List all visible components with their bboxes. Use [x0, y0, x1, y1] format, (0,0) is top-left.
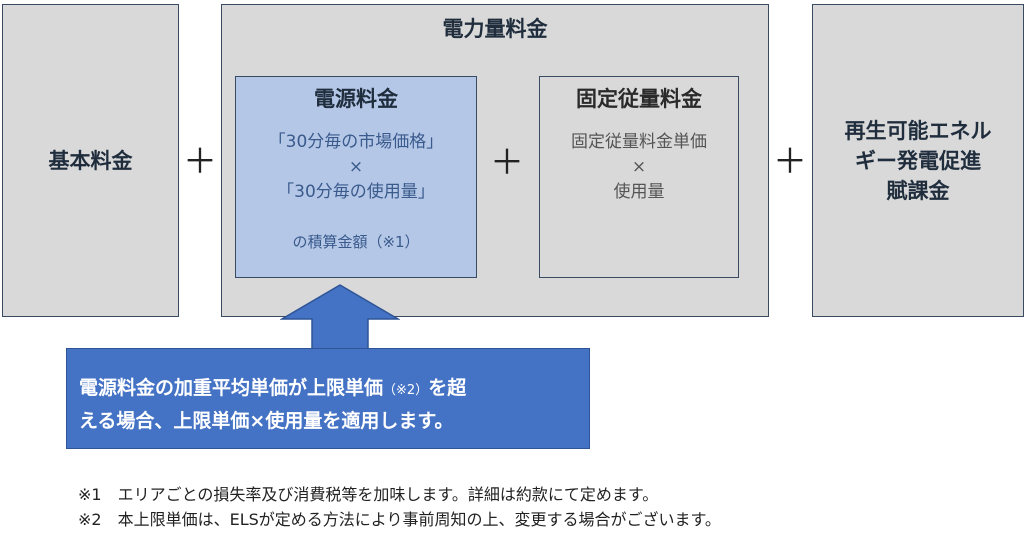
footnote-1: ※1 エリアごとの損失率及び消費税等を加味します。詳細は約款にて定めます。 [78, 485, 659, 504]
footnote-2: ※2 本上限単価は、ELSが定める方法により事前周知の上、変更する場合がございま… [78, 510, 721, 529]
energy-fee-box: 電力量料金 電源料金 「30分毎の市場価格」 × 「30分毎の使用量」 の積算金… [221, 4, 769, 317]
callout-line-1: 電源料金の加重平均単価が上限単価（※2）を超 [79, 373, 589, 406]
renewable-levy-line1: 再生可能エネル [844, 118, 992, 143]
power-source-fee-title: 電源料金 [314, 87, 398, 111]
market-price-text: 「30分毎の市場価格」 [268, 132, 444, 152]
times-symbol: × [348, 157, 364, 177]
fixed-usage-text: 使用量 [613, 182, 665, 202]
times-symbol-fixed: × [631, 157, 647, 177]
renewable-levy-line3: 賦課金 [886, 178, 950, 203]
fixed-fee-box: 固定従量料金 固定従量料金単価 × 使用量 [539, 76, 739, 278]
base-fee-box: 基本料金 [2, 4, 179, 317]
integrated-amount-text: の積算金額（※1） [292, 233, 420, 251]
plus-operator-3: ＋ [773, 142, 807, 182]
plus-operator-2: ＋ [490, 143, 524, 183]
fixed-unit-price-text: 固定従量料金単価 [571, 132, 707, 152]
callout-line-2: える場合、上限単価×使用量を適用します。 [79, 410, 454, 432]
renewable-levy-line2: ギー発電促進 [855, 148, 981, 173]
power-source-fee-box: 電源料金 「30分毎の市場価格」 × 「30分毎の使用量」 の積算金額（※1） [235, 76, 477, 278]
energy-fee-title: 電力量料金 [442, 17, 548, 41]
base-fee-label: 基本料金 [48, 148, 133, 173]
renewable-levy-box: 再生可能エネル ギー発電促進 賦課金 [812, 4, 1024, 317]
usage-text: 「30分毎の使用量」 [277, 182, 435, 202]
plus-operator-1: ＋ [183, 142, 217, 182]
callout-text-b: を超 [428, 377, 467, 399]
callout-note-ref: （※2） [383, 383, 429, 398]
callout-text-a: 電源料金の加重平均単価が上限単価 [79, 377, 384, 399]
up-arrow-icon [280, 284, 400, 351]
callout-box: 電源料金の加重平均単価が上限単価（※2）を超 える場合、上限単価×使用量を適用し… [66, 348, 590, 449]
fixed-fee-title: 固定従量料金 [576, 87, 702, 111]
